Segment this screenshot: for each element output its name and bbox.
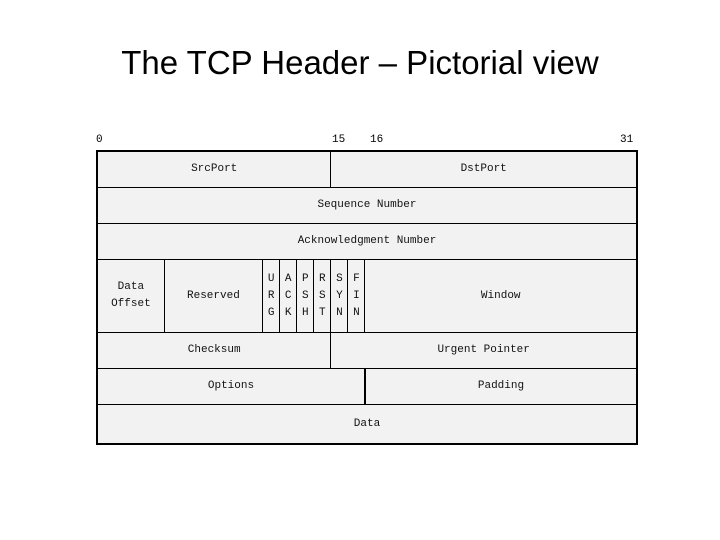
field-sequence-number: Sequence Number [96,187,638,224]
field-flag-psh: P S H [296,259,315,333]
flag-fin-letter-1: F [353,272,360,285]
diagram-row-sequence-number: Sequence Number [96,187,638,224]
field-dst-port: DstPort [330,150,638,188]
field-urgent-pointer: Urgent Pointer [330,332,638,369]
flag-psh-letter-2: S [301,289,309,302]
field-data: Data [96,404,638,445]
field-flag-ack: A C K [279,259,298,333]
field-flag-rst: R S T [313,259,332,333]
flag-ack-letter-1: A [284,272,292,285]
bit-tick-16: 16 [370,134,384,146]
flag-ack-letter-3: K [284,306,292,319]
field-flag-fin: F I N [347,259,366,333]
bit-tick-0: 0 [96,134,103,146]
flag-rst-letter-3: T [319,306,326,319]
flag-rst-letter-1: R [319,272,326,285]
flag-urg-letter-3: G [267,306,275,319]
field-checksum: Checksum [96,332,332,369]
diagram-row-ports: SrcPort DstPort [96,150,638,188]
bit-tick-15: 15 [332,134,346,146]
flag-syn-letter-1: S [336,272,343,285]
field-options: Options [96,368,366,405]
flag-fin-letter-3: N [353,306,360,319]
field-flag-syn: S Y N [330,259,349,333]
flag-syn-letter-3: N [336,306,343,319]
field-reserved: Reserved [163,259,264,333]
field-padding: Padding [363,368,638,405]
field-data-offset-line1: Data [117,281,145,293]
flag-psh-letter-3: H [301,306,309,319]
diagram-row-flags: Data Offset Reserved U R G A C [96,259,638,333]
field-data-offset-line2: Offset [111,298,151,310]
field-data-offset: Data Offset [96,259,165,333]
diagram-row-data: Data [96,404,638,445]
bit-tick-31: 31 [620,134,634,146]
flag-urg-letter-1: U [267,272,275,285]
field-src-port: SrcPort [96,150,332,188]
diagram-row-options: Options Padding [96,368,638,405]
field-acknowledgment-number: Acknowledgment Number [96,223,638,260]
flag-psh-letter-1: P [301,272,309,285]
field-window: Window [364,259,638,333]
tcp-header-diagram: SrcPort DstPort Sequence Number Acknowle… [96,150,638,445]
flag-fin-letter-2: I [353,289,360,302]
flag-ack-letter-2: C [284,289,292,302]
field-flag-urg: U R G [262,259,281,333]
flag-syn-letter-2: Y [336,289,343,302]
bit-ruler: 0 15 16 31 [96,133,638,149]
page-title: The TCP Header – Pictorial view [121,44,599,81]
flag-rst-letter-2: S [319,289,326,302]
diagram-row-checksum: Checksum Urgent Pointer [96,332,638,369]
flag-urg-letter-2: R [267,289,275,302]
diagram-row-acknowledgment-number: Acknowledgment Number [96,223,638,260]
